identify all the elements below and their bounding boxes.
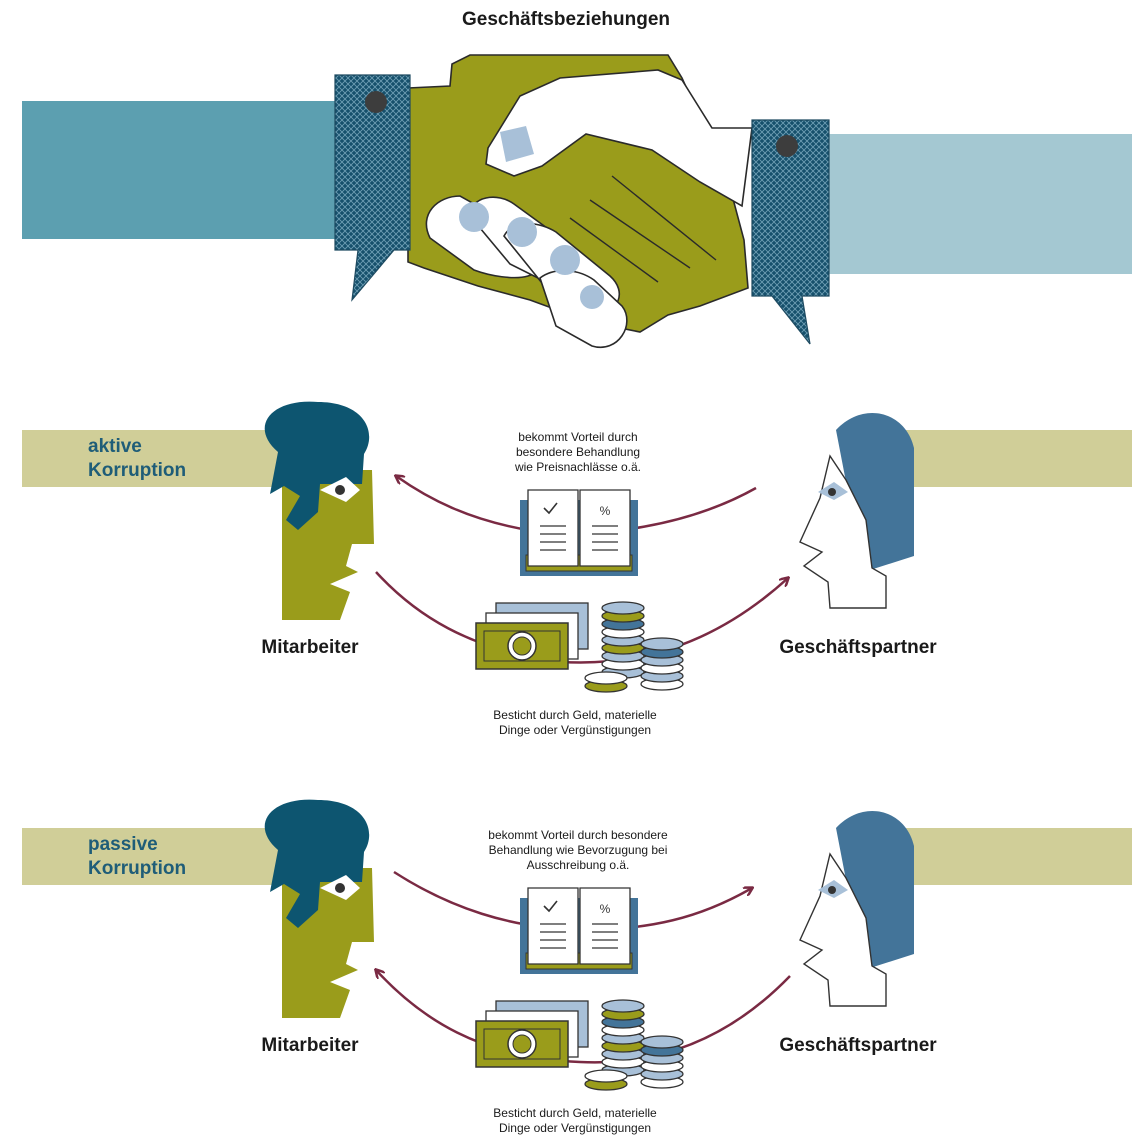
band-right	[880, 828, 1132, 885]
partner-head	[799, 810, 914, 1007]
band-label-line2: Korruption	[88, 460, 186, 481]
top-caption-line1: bekommt Vorteil durch besondere	[488, 828, 668, 842]
right-sleeve	[826, 134, 1132, 274]
employee-head	[264, 799, 374, 1018]
bottom-caption-line1: Besticht durch Geld, materielle	[493, 1106, 657, 1120]
band-left	[22, 430, 312, 487]
cuff-button-left	[365, 91, 387, 113]
band-label-line1: passive	[88, 834, 158, 855]
band-left	[22, 828, 312, 885]
fingernails	[459, 202, 604, 309]
employee-label: Mitarbeiter	[261, 637, 359, 658]
section-passive: passive Korruption Mitarbeiter Geschäfts…	[22, 799, 1132, 1135]
band-label-line2: Korruption	[88, 858, 186, 879]
partner-label: Geschäftspartner	[779, 1035, 937, 1056]
book-icon: %	[520, 887, 638, 974]
arrow-bribe	[376, 970, 791, 1064]
left-sleeve	[22, 101, 338, 239]
top-caption-line3: Ausschreibung o.ä.	[527, 858, 630, 872]
svg-text:%: %	[600, 504, 611, 518]
partner-label: Geschäftspartner	[779, 637, 937, 658]
svg-text:%: %	[600, 902, 611, 916]
partner-head	[799, 412, 914, 609]
book-icon: %	[520, 489, 638, 576]
handshake-illustration	[22, 54, 1132, 349]
bottom-caption-line1: Besticht durch Geld, materielle	[493, 708, 657, 722]
employee-label: Mitarbeiter	[261, 1035, 359, 1056]
white-hand	[485, 69, 753, 208]
coin-stack-icon	[584, 601, 684, 693]
right-cuff	[751, 119, 830, 345]
band-right	[880, 430, 1132, 487]
employee-head	[264, 401, 374, 620]
cuff-button-right	[776, 135, 798, 157]
page-title: Geschäftsbeziehungen	[462, 9, 670, 30]
section-active: aktive Korruption Mitarbeiter Geschäftsp…	[22, 401, 1132, 737]
top-caption-line2: Behandlung wie Bevorzugung bei	[489, 843, 668, 857]
money-icon	[475, 1000, 589, 1068]
bottom-caption-line2: Dinge oder Vergünstigungen	[499, 723, 651, 737]
top-caption-line2: besondere Behandlung	[516, 445, 640, 459]
top-caption-line3: wie Preisnachlässe o.ä.	[514, 460, 641, 474]
top-caption-line1: bekommt Vorteil durch	[518, 430, 637, 444]
money-icon	[475, 602, 589, 670]
band-label-line1: aktive	[88, 436, 142, 457]
left-cuff	[334, 74, 411, 302]
coin-stack-icon	[584, 999, 684, 1091]
bottom-caption-line2: Dinge oder Vergünstigungen	[499, 1121, 651, 1135]
